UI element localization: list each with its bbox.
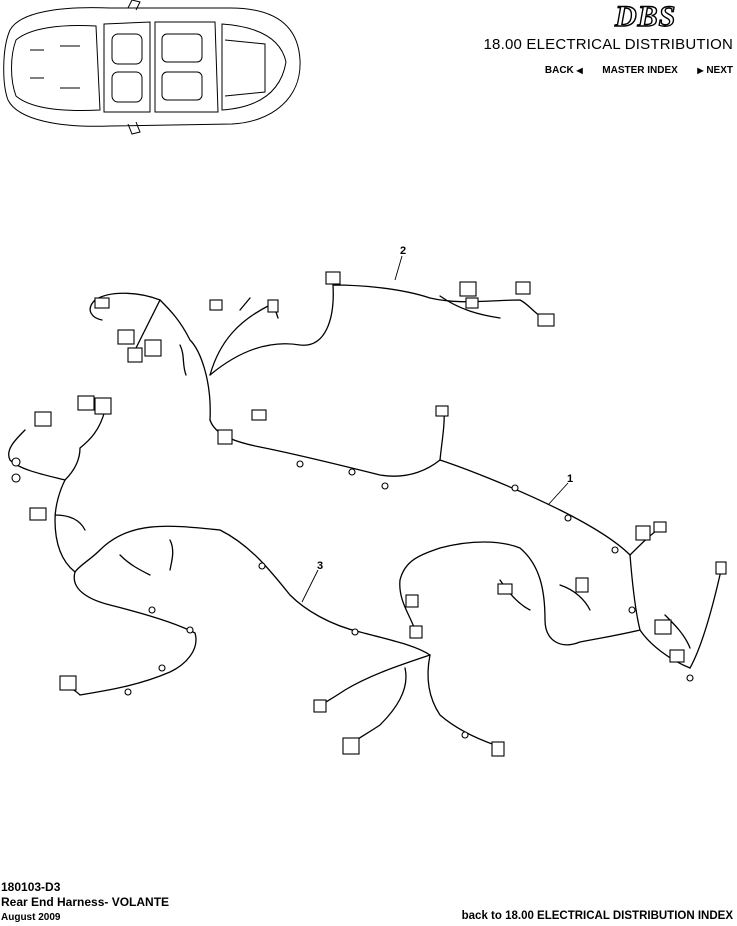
part-code: 180103-D3 [1,880,61,894]
part-name: Rear End Harness- VOLANTE [1,895,170,909]
triangle-left-icon: ◀ [576,66,583,75]
back-link[interactable]: BACK ◀ [545,65,586,76]
callout-1: 1 [567,473,573,485]
harness-2-branch [209,284,546,376]
triangle-right-icon: ▶ [697,66,704,75]
brand-logo: DBS [613,0,676,32]
callout-3: 3 [317,560,323,572]
back-label: BACK [544,65,574,76]
next-link[interactable]: ▶ NEXT [697,65,733,76]
harness-1-trunk [209,419,691,669]
back-to-index-link[interactable]: back to 18.00 ELECTRICAL DISTRIBUTION IN… [461,910,733,922]
section-title: 18.00 ELECTRICAL DISTRIBUTION [483,36,733,53]
brand-logo-text: DBS [614,0,676,32]
next-label: NEXT [706,65,733,76]
callout-2: 2 [400,245,406,257]
navigation-bar: BACK ◀ MASTER INDEX ▶ NEXT [545,65,733,76]
publication-date: August 2009 [1,912,61,923]
harness-diagram: 1 2 3 [8,245,727,757]
car-top-view-illustration [3,0,301,135]
master-index-link[interactable]: MASTER INDEX [602,65,678,76]
harness-3-trunk [99,525,431,656]
